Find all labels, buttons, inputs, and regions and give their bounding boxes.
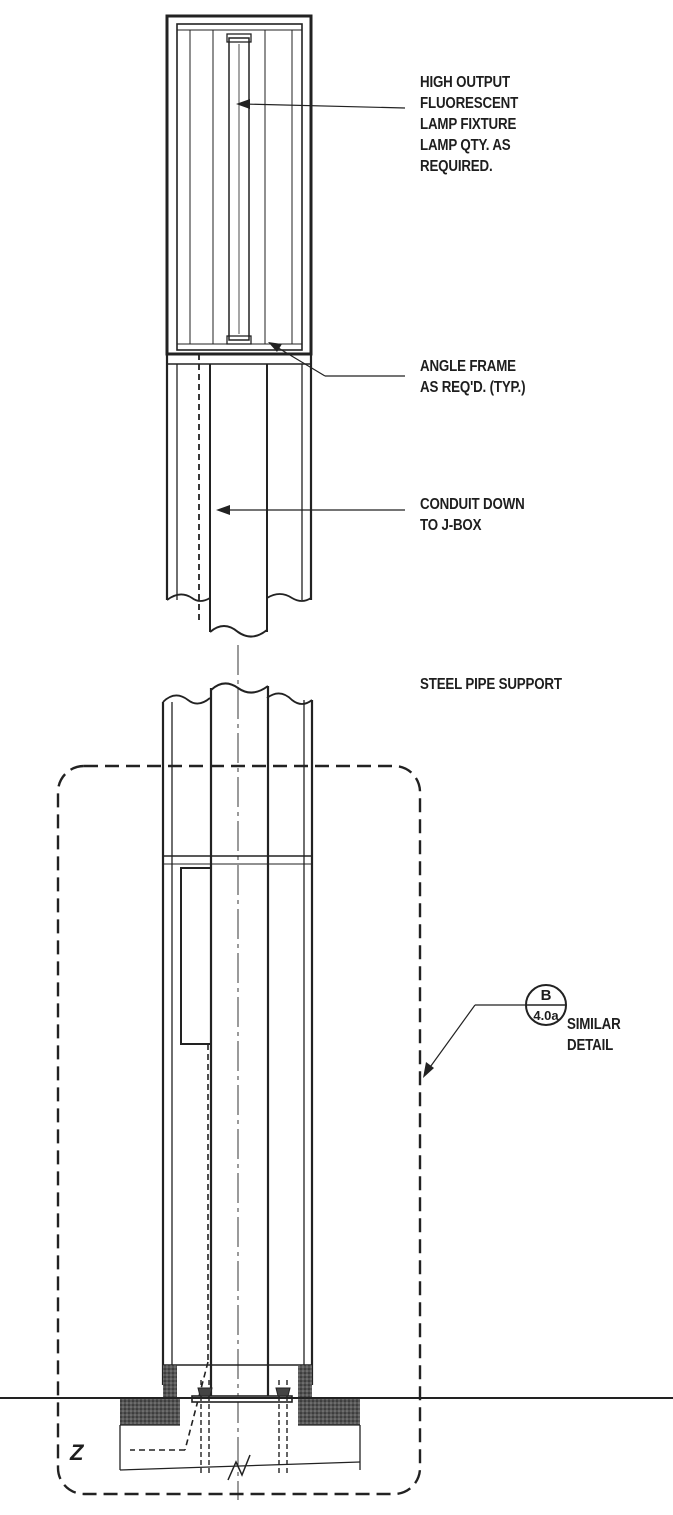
- detail-tag-letter: B: [541, 987, 552, 1004]
- conduit-lower: [209, 682, 270, 1398]
- note-fixture: HIGH OUTPUT FLUORESCENT LAMP FIXTURE LAM…: [420, 72, 518, 177]
- leader-angle-frame: [268, 342, 405, 377]
- fluorescent-lamp-tube: [212, 30, 266, 345]
- note-conduit-line: CONDUIT DOWN: [420, 496, 525, 513]
- junction-box: [180, 867, 212, 1045]
- note-angle-frame-line: AS REQ'D. (TYP.): [420, 379, 526, 396]
- note-fixture-line: HIGH OUTPUT: [420, 74, 510, 91]
- concrete-footing: [0, 1397, 673, 1471]
- note-support-line: STEEL PIPE SUPPORT: [420, 676, 562, 693]
- detail-reference-tag: B 4.0a: [525, 984, 567, 1026]
- leader-fixture: [236, 99, 406, 109]
- note-similar-line: DETAIL: [567, 1037, 614, 1054]
- note-fixture-line: FLUORESCENT: [420, 95, 519, 112]
- conduit-upper: [198, 354, 268, 638]
- detail-boundary: [56, 764, 422, 1496]
- detail-tag-sheet: 4.0a: [533, 1008, 559, 1023]
- note-conduit-line: TO J-BOX: [420, 517, 482, 534]
- note-similar-detail: SIMILAR DETAIL: [567, 1014, 621, 1056]
- note-similar-line: SIMILAR: [567, 1016, 621, 1033]
- note-angle-frame: ANGLE FRAME AS REQ'D. (TYP.): [420, 356, 526, 398]
- lower-pipe-support: [161, 692, 314, 1385]
- break-mark-label: Z: [69, 1440, 85, 1465]
- grout-fill: [120, 1365, 360, 1425]
- leader-conduit: [216, 505, 405, 515]
- anchor-bolts: [197, 1380, 291, 1475]
- angle-frame: [167, 352, 311, 365]
- note-angle-frame-line: ANGLE FRAME: [420, 358, 516, 375]
- note-fixture-line: LAMP QTY. AS: [420, 137, 511, 154]
- dashed-conduit-run: [130, 1044, 209, 1451]
- note-fixture-line: LAMP FIXTURE: [420, 116, 517, 133]
- note-conduit: CONDUIT DOWN TO J-BOX: [420, 494, 525, 536]
- break-line-symbol: [227, 1454, 251, 1481]
- leader-similar-detail: [423, 1004, 526, 1078]
- upper-pipe-support: [165, 354, 313, 602]
- note-support: STEEL PIPE SUPPORT: [420, 674, 562, 695]
- note-fixture-line: REQUIRED.: [420, 158, 493, 175]
